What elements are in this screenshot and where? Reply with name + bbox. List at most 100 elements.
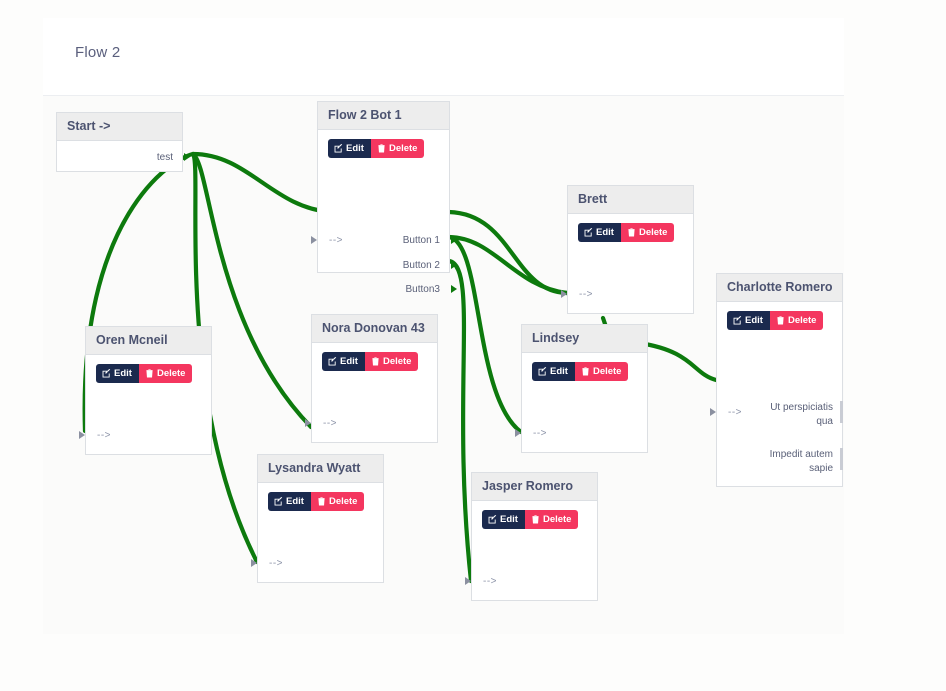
node-brett[interactable]: Brett Edit Delete xyxy=(561,185,694,314)
node-action-buttons: Edit Delete xyxy=(328,139,425,158)
output-port-test[interactable]: test xyxy=(156,152,173,163)
edit-label: Edit xyxy=(340,355,358,367)
pencil-square-icon xyxy=(488,515,497,524)
delete-button[interactable]: Delete xyxy=(574,362,629,381)
output-port-button-1[interactable]: Button 1 xyxy=(402,235,440,246)
input-port-marker[interactable] xyxy=(561,290,567,298)
node-action-buttons: Edit Delete xyxy=(532,362,629,381)
input-port-marker[interactable] xyxy=(515,429,521,437)
input-port-label[interactable]: --> xyxy=(579,289,593,300)
delete-label: Delete xyxy=(542,513,572,525)
output-port-button-2[interactable]: Button 2 xyxy=(402,260,440,271)
pencil-square-icon xyxy=(733,316,742,325)
edit-button[interactable]: Edit xyxy=(268,492,311,511)
input-port-marker[interactable] xyxy=(305,419,311,427)
input-port-label[interactable]: --> xyxy=(533,428,547,439)
node-flow-2-bot-1[interactable]: Flow 2 Bot 1 Edit Delete xyxy=(311,101,457,295)
trash-icon xyxy=(371,357,380,366)
edit-label: Edit xyxy=(114,367,132,379)
delete-button[interactable]: Delete xyxy=(364,352,419,371)
edit-button[interactable]: Edit xyxy=(482,510,525,529)
flow-canvas[interactable]: Start -> test Flow 2 Bot 1 Edit xyxy=(43,95,844,634)
delete-button[interactable]: Delete xyxy=(769,311,824,330)
node-oren-mcneil[interactable]: Oren Mcneil Edit Delete xyxy=(79,326,212,455)
edit-button[interactable]: Edit xyxy=(322,352,365,371)
edge-lindsey-charlotte xyxy=(636,340,719,383)
delete-label: Delete xyxy=(328,495,358,507)
delete-button[interactable]: Delete xyxy=(620,223,675,242)
node-title: Oren Mcneil xyxy=(86,327,211,355)
output-port-button-3[interactable]: Button3 xyxy=(405,284,440,295)
trash-icon xyxy=(317,497,326,506)
delete-label: Delete xyxy=(592,365,622,377)
delete-label: Delete xyxy=(382,355,412,367)
pencil-square-icon xyxy=(274,497,283,506)
edit-label: Edit xyxy=(286,495,304,507)
node-action-buttons: Edit Delete xyxy=(322,352,419,371)
edit-label: Edit xyxy=(596,226,614,238)
input-port-label[interactable]: --> xyxy=(97,430,111,441)
input-port-label[interactable]: --> xyxy=(329,235,343,246)
edit-label: Edit xyxy=(500,513,518,525)
edit-button[interactable]: Edit xyxy=(578,223,621,242)
node-body: test xyxy=(57,141,190,169)
edit-label: Edit xyxy=(745,314,763,326)
output-port-marker-2[interactable] xyxy=(840,448,843,470)
edit-button[interactable]: Edit xyxy=(328,139,371,158)
node-action-buttons: Edit Delete xyxy=(268,492,365,511)
delete-button[interactable]: Delete xyxy=(138,364,193,383)
edit-label: Edit xyxy=(550,365,568,377)
trash-icon xyxy=(776,316,785,325)
trash-icon xyxy=(377,144,386,153)
output-port-marker-2[interactable] xyxy=(451,261,457,269)
node-start[interactable]: Start -> test xyxy=(56,112,190,172)
edge-button1-brett xyxy=(446,209,570,296)
output-port-marker[interactable] xyxy=(184,153,190,161)
node-lysandra-wyatt[interactable]: Lysandra Wyatt Edit Delete xyxy=(251,454,384,583)
edit-button[interactable]: Edit xyxy=(96,364,139,383)
delete-button[interactable]: Delete xyxy=(370,139,425,158)
page-title: Flow 2 xyxy=(75,44,121,61)
delete-label: Delete xyxy=(787,314,817,326)
node-lindsey[interactable]: Lindsey Edit Delete xyxy=(515,324,648,453)
header-panel: Flow 2 xyxy=(43,18,844,95)
delete-label: Delete xyxy=(156,367,186,379)
node-body: Edit Delete --> xyxy=(515,353,647,450)
delete-button[interactable]: Delete xyxy=(310,492,365,511)
input-port-marker[interactable] xyxy=(79,431,85,439)
node-body: Edit Delete --> xyxy=(251,483,383,580)
node-body: Edit Delete --> xyxy=(305,343,437,440)
input-port-marker[interactable] xyxy=(311,236,317,244)
input-port-label[interactable]: --> xyxy=(483,576,497,587)
output-port-impedit-autem-sapie[interactable]: Impedit autem sapie xyxy=(769,449,833,474)
edit-button[interactable]: Edit xyxy=(532,362,575,381)
node-nora-donovan-43[interactable]: Nora Donovan 43 Edit Delete xyxy=(305,314,438,443)
edge-button3-jasper xyxy=(446,258,474,584)
delete-button[interactable]: Delete xyxy=(524,510,579,529)
output-port-ut-perspiciatis-qua[interactable]: Ut perspiciatis qua xyxy=(770,402,833,427)
trash-icon xyxy=(627,228,636,237)
output-port-marker-1[interactable] xyxy=(840,401,843,423)
node-action-buttons: Edit Delete xyxy=(727,311,824,330)
edit-button[interactable]: Edit xyxy=(727,311,770,330)
trash-icon xyxy=(531,515,540,524)
input-port-marker[interactable] xyxy=(251,559,257,567)
output-port-marker-3[interactable] xyxy=(451,285,457,293)
pencil-square-icon xyxy=(584,228,593,237)
input-port-label[interactable]: --> xyxy=(323,418,337,429)
pencil-square-icon xyxy=(538,367,547,376)
input-port-marker[interactable] xyxy=(710,408,716,416)
input-port-label[interactable]: --> xyxy=(269,558,283,569)
node-title: Nora Donovan 43 xyxy=(312,315,437,343)
node-action-buttons: Edit Delete xyxy=(96,364,193,383)
delete-label: Delete xyxy=(388,142,418,154)
output-port-marker-1[interactable] xyxy=(451,236,457,244)
node-jasper-romero[interactable]: Jasper Romero Edit Delete xyxy=(465,472,598,601)
node-title: Flow 2 Bot 1 xyxy=(318,102,449,130)
node-body: Edit Delete --> xyxy=(465,501,597,598)
node-body: Edit Delete --> xyxy=(561,214,693,311)
node-charlotte-romero[interactable]: Charlotte Romero Edit Delete xyxy=(710,273,843,487)
input-port-marker[interactable] xyxy=(465,577,471,585)
input-port-label[interactable]: --> xyxy=(728,407,742,418)
